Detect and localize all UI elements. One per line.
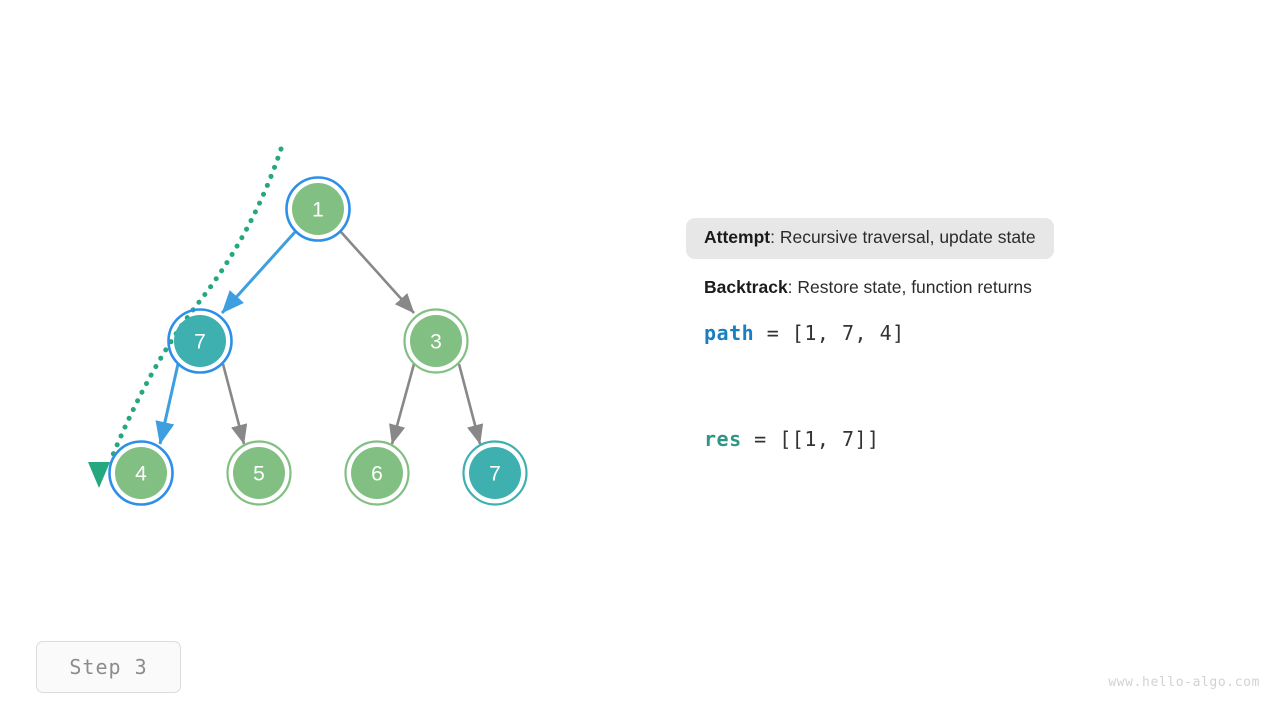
backtrack-label: Backtrack (704, 276, 788, 297)
tree-node-1[interactable]: 1 (285, 176, 351, 242)
tree-node-5[interactable]: 5 (226, 440, 292, 506)
node-label: 7 (194, 331, 206, 354)
path-variable: path (704, 320, 755, 345)
res-code-line: res = [[1, 7]] (686, 427, 1206, 451)
backtrack-arrowhead (88, 462, 110, 488)
node-label: 3 (430, 331, 442, 354)
attempt-line: Attempt: Recursive traversal, update sta… (704, 227, 1036, 249)
edge-3-to-6 (389, 363, 416, 445)
attempt-callout: Attempt: Recursive traversal, update sta… (686, 218, 1054, 259)
tree-nodes: 1 7 3 4 5 (108, 176, 528, 506)
node-label: 7 (489, 463, 501, 486)
edge-7-to-5 (221, 363, 248, 445)
edge-1-to-7 (220, 230, 297, 315)
node-label: 1 (312, 199, 324, 222)
res-variable: res (704, 426, 742, 451)
attempt-label: Attempt (704, 227, 771, 247)
edge-7-to-4 (155, 363, 180, 445)
watermark: www.hello-algo.com (1108, 675, 1260, 690)
tree-node-6[interactable]: 6 (344, 440, 410, 506)
node-label: 6 (371, 463, 383, 486)
node-label: 5 (253, 463, 265, 486)
tree-node-7-left[interactable]: 7 (167, 308, 233, 374)
step-badge: Step 3 (36, 641, 181, 693)
backtrack-text: : Restore state, function returns (787, 276, 1032, 297)
tree-edges (155, 230, 484, 445)
path-code-line: path = [1, 7, 4] (686, 321, 1206, 345)
path-value: = [1, 7, 4] (754, 320, 905, 345)
tree-node-4[interactable]: 4 (108, 440, 174, 506)
backtrack-trace-path (88, 146, 284, 488)
res-value: = [[1, 7]] (741, 426, 880, 451)
binary-tree-graphic: 1 7 3 4 5 (88, 146, 528, 506)
tree-node-3[interactable]: 3 (403, 308, 469, 374)
edge-3-to-7 (457, 363, 484, 445)
explanation-panel: Attempt: Recursive traversal, update sta… (686, 218, 1206, 451)
edge-1-to-3 (340, 231, 415, 314)
backtrack-line: Backtrack: Restore state, function retur… (686, 277, 1206, 299)
step-badge-label: Step 3 (69, 655, 148, 679)
node-label: 4 (135, 463, 147, 486)
tree-node-7-right[interactable]: 7 (462, 440, 528, 506)
attempt-text: : Recursive traversal, update state (770, 227, 1036, 247)
